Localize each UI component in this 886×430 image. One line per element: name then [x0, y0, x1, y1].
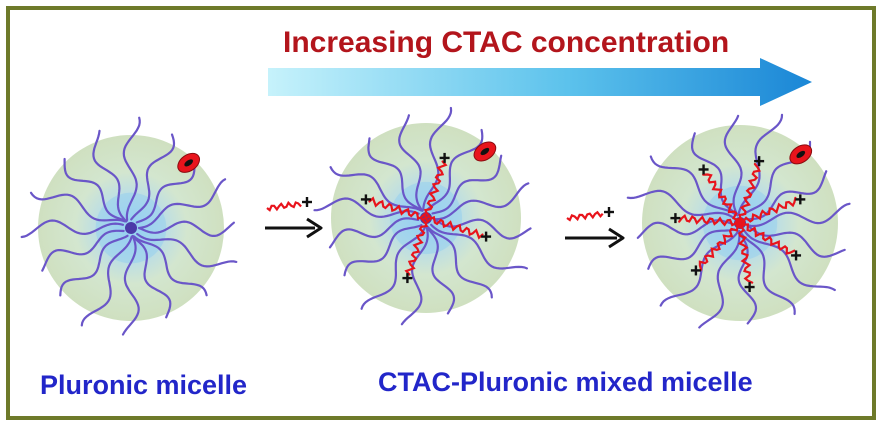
pluronic-chain	[137, 220, 235, 237]
ctac-headgroup-icon	[698, 164, 709, 175]
pluronic-chains	[20, 116, 238, 336]
pluronic-chain	[425, 225, 456, 315]
pluronic-chain	[398, 114, 424, 212]
pluronic-chain	[743, 229, 836, 292]
ctac-chain	[702, 173, 743, 225]
pluronic-chain	[746, 224, 846, 258]
pluronic-chain	[400, 225, 429, 326]
pluronic-chain	[432, 218, 532, 240]
pluronic-chain	[626, 189, 735, 219]
pluronic-chain	[746, 170, 828, 221]
ctac-chains	[670, 156, 806, 293]
ctac-chain	[424, 215, 484, 240]
ctac-headgroup-icon	[481, 231, 492, 242]
ctac-chain	[404, 216, 429, 276]
pluronic-chain	[135, 155, 196, 224]
pluronic-chain	[122, 116, 141, 222]
pluronic-chain	[138, 178, 227, 229]
pluronic-chain	[636, 219, 734, 239]
pluronic-chain	[360, 225, 427, 310]
pluronic-chain	[329, 166, 423, 212]
pluronic-chain	[647, 228, 736, 270]
pluronic-chain	[723, 114, 743, 217]
ctac-headgroup-icon	[791, 250, 802, 261]
concentration-title: Increasing CTAC concentration	[283, 26, 730, 59]
ctac-headgroup-icon	[670, 213, 681, 224]
ctac-molecule-icon	[566, 207, 614, 222]
pluronic-chain	[739, 230, 796, 316]
ctac-headgroup-icon	[744, 282, 755, 293]
pluronic-chain	[59, 234, 129, 297]
ctac-chain	[738, 221, 796, 255]
pluronic-chains	[313, 106, 532, 326]
reaction-arrow-icon	[565, 207, 625, 249]
pluronic-chain	[328, 217, 420, 249]
ctac-chain	[698, 221, 742, 271]
arrow-head	[608, 227, 625, 249]
ctac-chain	[738, 196, 797, 227]
dye-molecule-icon	[789, 144, 813, 165]
ctac-headgroup-icon	[604, 207, 614, 217]
ctac-chain	[738, 162, 761, 225]
dye-molecule-icon	[473, 141, 497, 162]
arrow-head	[306, 217, 323, 239]
ctac-headgroup-icon	[402, 273, 413, 284]
ctac-headgroup-icon	[302, 197, 312, 207]
pluronic-chain	[430, 223, 528, 270]
ctac-headgroup-icon	[439, 152, 450, 163]
pluronic-chain	[343, 224, 423, 277]
pluronic-chain	[29, 191, 127, 223]
mixed-micelle-high	[626, 113, 851, 329]
ctac-chain	[368, 196, 428, 221]
pluronic-chain	[121, 234, 140, 336]
pluronic-chain	[367, 137, 424, 212]
pluronic-chain	[92, 129, 128, 223]
ctac-chain	[735, 221, 754, 284]
pluronic-chain	[649, 155, 738, 216]
pluronic-chain	[130, 133, 176, 221]
pluronic-chain	[737, 230, 758, 325]
pluronic-chain	[41, 229, 125, 272]
pluronic-chain	[131, 234, 172, 319]
ctac-chains	[360, 152, 492, 284]
pluronic-chain	[20, 219, 125, 239]
pluronic-chain	[132, 235, 208, 297]
mixed-micelle-low	[313, 106, 532, 326]
pluronic-micelle	[20, 116, 238, 336]
pluronic-chain	[63, 157, 128, 223]
ctac-chain	[423, 160, 448, 220]
pluronic-chain	[426, 225, 493, 299]
pluronic-chain	[80, 235, 133, 327]
ctac-molecule-icon	[266, 197, 312, 212]
pluronic-chain	[433, 182, 530, 221]
mixed-micelle-label: CTAC-Pluronic mixed micelle	[378, 367, 753, 397]
ctac-headgroup-icon	[795, 194, 806, 205]
ctac-chain	[678, 214, 742, 227]
pluronic-chain	[431, 154, 503, 215]
ctac-headgroup-icon	[360, 194, 371, 205]
pluronic-micelle-label: Pluronic micelle	[40, 370, 248, 400]
pluronic-chain	[747, 202, 851, 228]
ctac-headgroup-icon	[754, 156, 765, 167]
dye-molecule-icon	[177, 152, 201, 173]
micelle-core	[125, 222, 137, 234]
pluronic-chain	[136, 232, 238, 268]
ctac-headgroup-icon	[690, 265, 701, 276]
pluronic-chain	[698, 230, 741, 329]
gradient-arrow-icon	[268, 58, 812, 106]
reaction-arrow-icon	[265, 197, 323, 239]
